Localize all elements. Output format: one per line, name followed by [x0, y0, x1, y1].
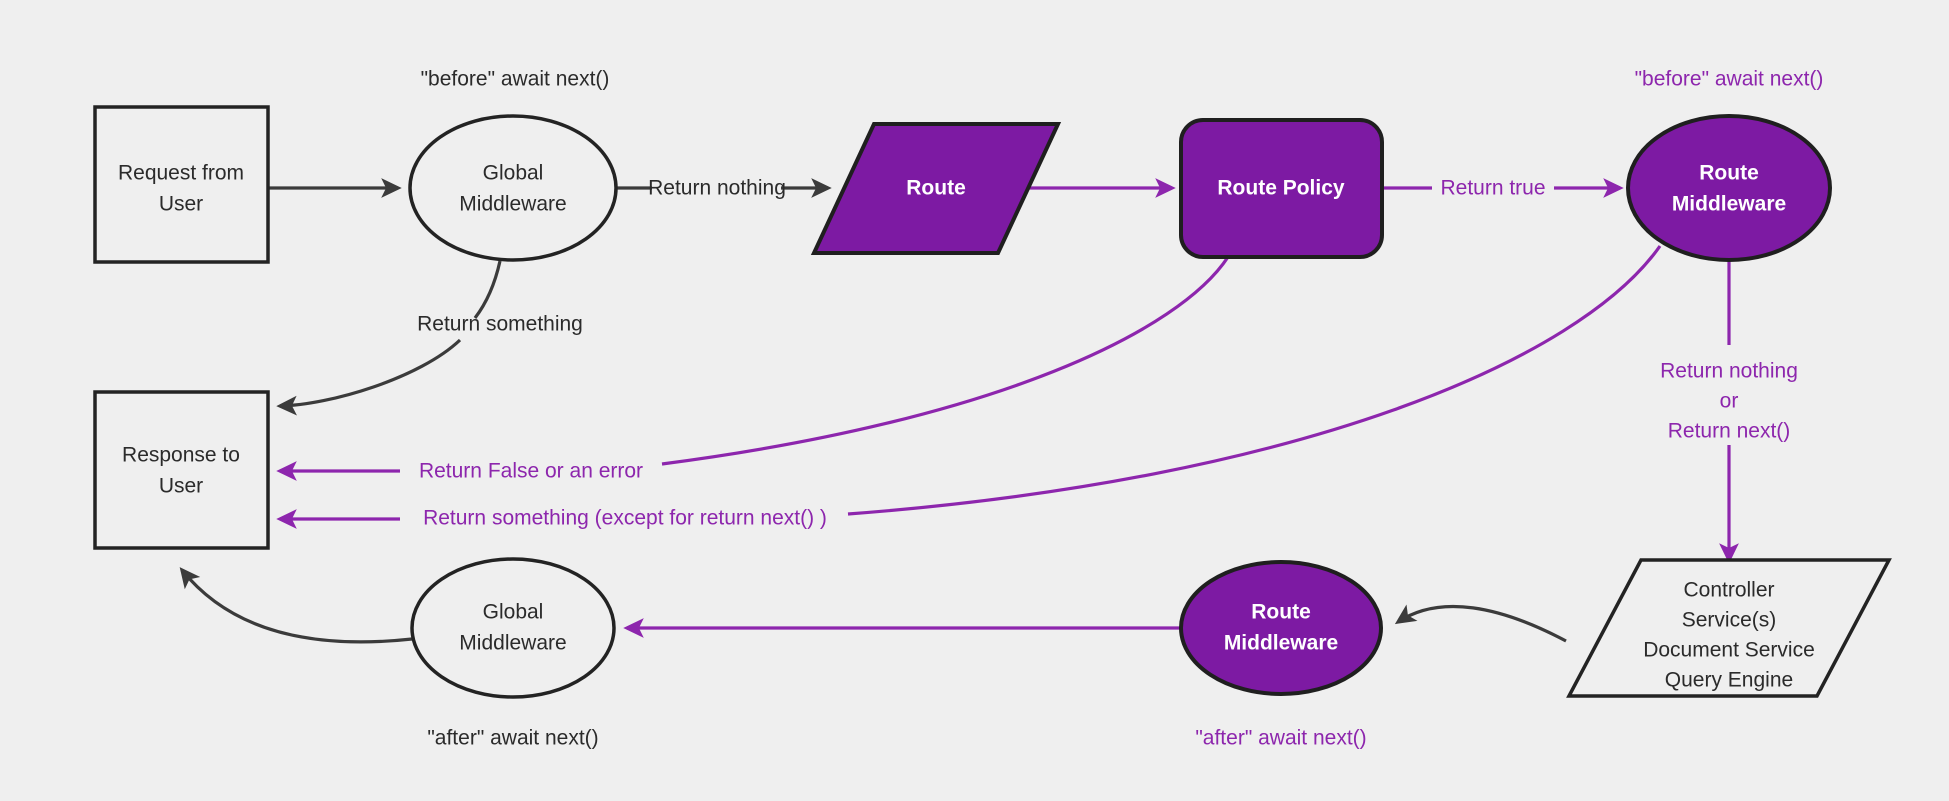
node-global-middleware-top-label-line2: Middleware: [459, 193, 566, 216]
node-global-middleware-bottom-label-line1: Global: [483, 601, 544, 624]
annotation-after-await-next-route: "after" await next(): [1195, 727, 1366, 750]
node-controller-stack-label-line1: Controller: [1683, 579, 1774, 602]
edge-label-return-nothing-line: Return nothing: [1660, 360, 1798, 383]
node-route-label: Route: [906, 177, 966, 200]
annotation-before-await-next-route: "before" await next(): [1635, 68, 1824, 91]
node-response-to-user-label-line1: Response to: [122, 444, 240, 467]
edge-route-policy-to-response: Return False or an error: [276, 256, 1230, 483]
annotation-before-await-next-global: "before" await next(): [421, 68, 610, 91]
edge-label-return-something-except-next: Return something (except for return next…: [423, 507, 827, 530]
edge-controller-to-route-middleware-bottom: [1394, 604, 1567, 643]
node-global-middleware-top-label-line1: Global: [483, 162, 544, 185]
node-route-middleware-bottom-label-line2: Middleware: [1224, 632, 1338, 655]
node-controller-stack-label-line2: Service(s): [1682, 609, 1777, 632]
edge-label-return-something: Return something: [417, 313, 583, 336]
node-request-from-user-label-line1: Request from: [118, 162, 244, 185]
node-response-to-user-label-line2: User: [159, 475, 203, 498]
node-response-to-user[interactable]: Response to User: [93, 390, 270, 550]
edge-global-bottom-to-response: [179, 567, 413, 644]
edge-global-middleware-to-response: Return something: [276, 260, 583, 416]
node-request-from-user-label-line2: User: [159, 193, 203, 216]
node-route-middleware-bottom[interactable]: Route Middleware: [1179, 560, 1383, 696]
node-controller-stack[interactable]: Controller Service(s) Document Service Q…: [1566, 558, 1892, 698]
node-controller-stack-label-line3: Document Service: [1643, 639, 1815, 662]
annotation-after-await-next-global: "after" await next(): [427, 727, 598, 750]
node-route-middleware-top-label-line1: Route: [1699, 162, 1759, 185]
node-route-policy-label: Route Policy: [1217, 177, 1345, 200]
edge-label-return-false-or-error: Return False or an error: [419, 460, 643, 483]
edge-global-middleware-to-route: Return nothing: [617, 177, 832, 200]
node-route[interactable]: Route: [810, 122, 1062, 255]
node-request-from-user[interactable]: Request from User: [93, 105, 270, 264]
node-route-middleware-bottom-label-line1: Route: [1251, 601, 1311, 624]
edge-label-return-next-line: Return next(): [1668, 420, 1791, 443]
node-controller-stack-label-line4: Query Engine: [1665, 669, 1793, 692]
edge-route-middleware-to-controller: Return nothing or Return next(): [1660, 258, 1798, 564]
node-route-policy[interactable]: Route Policy: [1179, 118, 1384, 259]
node-global-middleware-bottom[interactable]: Global Middleware: [410, 557, 616, 699]
edge-label-or-line: or: [1720, 390, 1739, 413]
edge-route-middleware-to-response: Return something (except for return next…: [276, 245, 1662, 530]
node-route-middleware-top[interactable]: Route Middleware: [1626, 114, 1832, 262]
edge-route-policy-to-route-middleware: Return true: [1382, 177, 1624, 200]
node-global-middleware-top[interactable]: Global Middleware: [408, 114, 618, 262]
edge-label-return-nothing: Return nothing: [648, 177, 786, 200]
node-route-middleware-top-label-line2: Middleware: [1672, 193, 1786, 216]
edge-label-return-true: Return true: [1440, 177, 1545, 200]
node-global-middleware-bottom-label-line2: Middleware: [459, 632, 566, 655]
